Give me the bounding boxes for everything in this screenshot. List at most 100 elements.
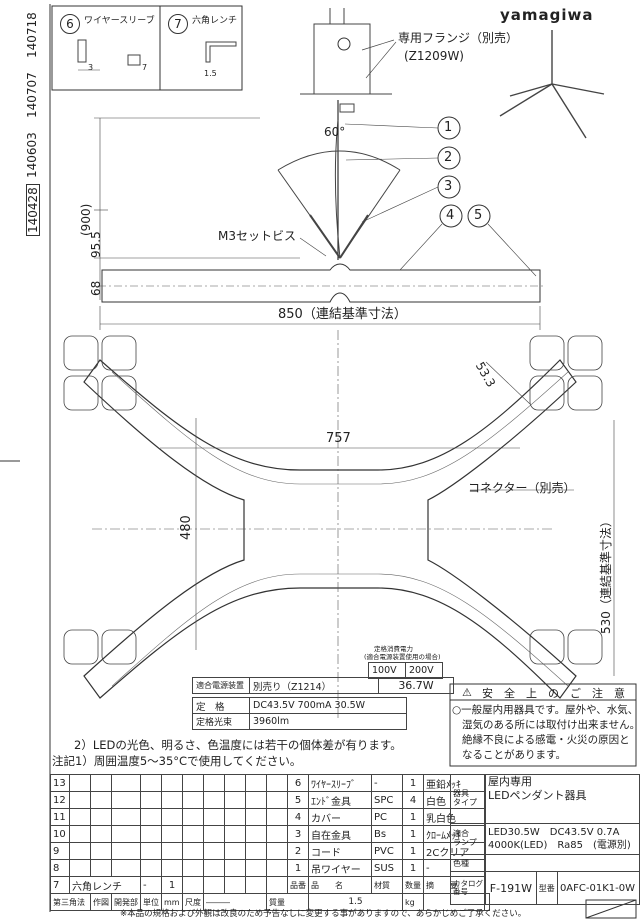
bom-quantity: 1	[402, 842, 424, 860]
safety-title: 安 全 上 の ご 注 意	[482, 687, 625, 700]
revision-2: 140707	[25, 72, 39, 118]
bom-material: -	[371, 774, 403, 792]
bom-blank	[140, 842, 162, 860]
bom-blank	[203, 774, 225, 792]
dim-width-total: 850（連結基準寸法）	[278, 307, 407, 322]
bom-quantity: 1	[161, 876, 183, 894]
bom-blank	[69, 808, 91, 826]
bom-header-index: 品番	[287, 876, 309, 894]
bom-blank	[140, 808, 162, 826]
bom-blank	[111, 774, 141, 792]
bom-blank	[203, 842, 225, 860]
bom-blank	[224, 808, 246, 826]
bom-part-name: 吊ワイヤー	[308, 859, 372, 877]
bom-blank	[266, 876, 288, 894]
bom-row-number: 9	[50, 842, 70, 860]
bom-blank	[90, 791, 112, 809]
bom-part-name: 自在金具	[308, 825, 372, 843]
bom-scale-value: ―――	[203, 893, 267, 911]
power-watt: 36.7W	[378, 677, 454, 694]
flux-label: 定格光束	[192, 713, 250, 730]
bom-scale: 尺度	[182, 893, 204, 911]
m3-screw-label: M3セットビス	[218, 229, 296, 243]
bom-blank	[182, 791, 204, 809]
lamp-label: 適合ランプ	[450, 823, 486, 855]
bom-blank	[140, 859, 162, 877]
safety-line-1: ○一般屋内用器具です。屋外や、水気、	[452, 704, 639, 716]
bom-blank	[111, 808, 141, 826]
bom-blank	[203, 825, 225, 843]
bom-blank	[161, 791, 183, 809]
bom-part-index: 3	[287, 825, 309, 843]
bom-drawn: 作図	[90, 893, 112, 911]
safety-line-3: 絶縁不良による感電・火災の原因と	[462, 734, 630, 746]
bom-blank	[90, 842, 112, 860]
part-callout-2: 2	[444, 150, 453, 165]
bom-quantity: 1	[402, 808, 424, 826]
bom-part-index: 6	[287, 774, 309, 792]
bom-blank	[266, 791, 288, 809]
dim-h2: 68	[89, 280, 103, 296]
bom-blank	[203, 808, 225, 826]
bom-blank	[266, 774, 288, 792]
bom-blank	[161, 825, 183, 843]
bom-blank	[266, 825, 288, 843]
power-header-top: 定格消費電力	[374, 645, 413, 653]
bom-part-name: ｴﾝﾄﾞ金具	[308, 791, 372, 809]
bom-row-number: 10	[50, 825, 70, 843]
bom-part-name: カバー	[308, 808, 372, 826]
bom-quantity: 1	[402, 825, 424, 843]
bom-blank	[182, 859, 204, 877]
dim-depth: 480	[179, 515, 194, 540]
brand-logo: yamagiwa	[500, 6, 594, 24]
dim-angle: 60°	[324, 125, 346, 139]
accessory-6-label: ワイヤースリーブ	[84, 16, 155, 26]
bom-unit-value: mm	[161, 893, 183, 911]
bom-material: PVC	[371, 842, 403, 860]
bom-blank	[69, 842, 91, 860]
bom-blank	[161, 774, 183, 792]
bom-material: Bs	[371, 825, 403, 843]
bom-blank	[111, 842, 141, 860]
accessory-6-dim-b: 7	[142, 63, 148, 72]
bom-header-material: 材質	[371, 876, 403, 894]
accessory-7-num: 7	[168, 14, 188, 34]
bom-quantity: 1	[402, 774, 424, 792]
flange-label: 専用フランジ（別売）	[398, 31, 519, 45]
bom-blank	[182, 876, 204, 894]
bom-blank	[90, 825, 112, 843]
dim-depth-total: 530（連結基準寸法）	[599, 515, 613, 634]
bom-blank	[182, 825, 204, 843]
bom-weight-unit: kg	[402, 893, 424, 911]
bom-blank	[224, 842, 246, 860]
bom-blank	[245, 808, 267, 826]
part-callout-5: 5	[474, 208, 483, 223]
bom-blank	[224, 859, 246, 877]
part-callout-3: 3	[444, 179, 453, 194]
revision-4: 140428	[26, 184, 40, 236]
dim-h1: 95.5	[89, 231, 103, 258]
accessory-7-label: 六角レンチ	[192, 16, 238, 26]
bom-blank	[203, 791, 225, 809]
bom-quantity: 4	[402, 791, 424, 809]
rating-table: 定 格 DC43.5V 700mA 30.5W 定格光束 3960lm	[192, 697, 407, 730]
bom-blank	[140, 774, 162, 792]
bom-part-name: コード	[308, 842, 372, 860]
bom-blank	[90, 774, 112, 792]
bom-blank	[90, 859, 112, 877]
color-value	[485, 854, 640, 872]
bom-blank	[69, 791, 91, 809]
bom-blank	[203, 876, 225, 894]
part-callout-4: 4	[446, 208, 455, 223]
power-voltage-table: 100V 200V	[368, 662, 443, 679]
bom-row-number: 7	[50, 876, 70, 894]
bom-blank	[224, 774, 246, 792]
